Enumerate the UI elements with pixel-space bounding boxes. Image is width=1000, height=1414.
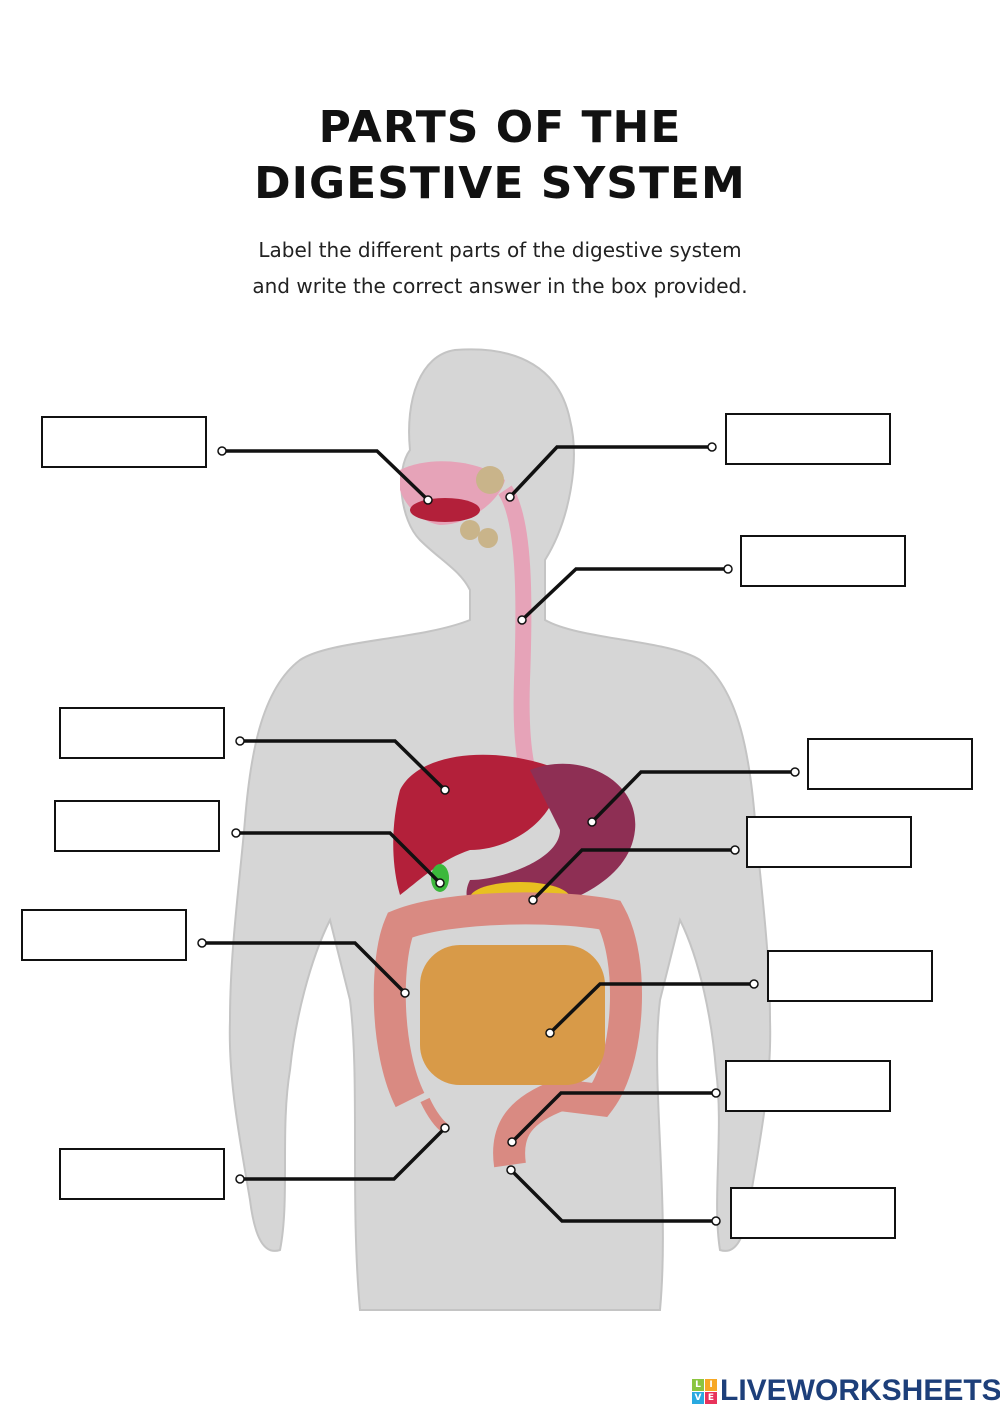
logo-letter: E xyxy=(705,1391,717,1404)
leader-dot xyxy=(235,1174,245,1184)
answer-box-pancreas[interactable] xyxy=(746,816,912,868)
stomach xyxy=(466,763,636,916)
leader-line xyxy=(548,982,754,1035)
logo-letter: L xyxy=(692,1378,704,1391)
gallbladder xyxy=(431,864,449,892)
leader-dot xyxy=(423,495,433,505)
salivary-gland xyxy=(460,520,480,540)
tongue xyxy=(410,498,480,522)
answer-box-esophagus[interactable] xyxy=(740,535,906,587)
instructions-line-2: and write the correct answer in the box … xyxy=(252,274,748,298)
small-intestine xyxy=(420,945,605,1085)
leader-dot xyxy=(711,1088,721,1098)
logo-blocks: L I V E xyxy=(692,1378,717,1404)
salivary-gland xyxy=(476,466,504,494)
leader-dot xyxy=(730,845,740,855)
leader-dot xyxy=(749,979,759,989)
answer-box-gallbladder[interactable] xyxy=(54,800,220,852)
leader-line xyxy=(202,941,407,995)
leader-dot xyxy=(707,442,717,452)
leader-line xyxy=(590,770,795,824)
leader-line xyxy=(531,848,735,902)
leader-line xyxy=(508,445,712,499)
leader-dot xyxy=(440,1123,450,1133)
leader-dot xyxy=(231,828,241,838)
salivary-gland xyxy=(478,528,498,548)
organs xyxy=(373,461,642,1168)
answer-box-stomach[interactable] xyxy=(807,738,973,790)
answer-box-liver[interactable] xyxy=(59,707,225,759)
leader-dot xyxy=(435,878,445,888)
liver xyxy=(393,754,560,895)
answer-box-large-intestine[interactable] xyxy=(21,909,187,961)
leader-dot xyxy=(506,1165,516,1175)
leader-dot xyxy=(723,564,733,574)
logo-text: LIVEWORKSHEETS xyxy=(720,1374,1000,1407)
answer-box-rectum[interactable] xyxy=(725,1060,891,1112)
answer-box-appendix[interactable] xyxy=(59,1148,225,1200)
answer-box-mouth[interactable] xyxy=(41,416,207,468)
leader-dot xyxy=(545,1028,555,1038)
leader-dot xyxy=(517,615,527,625)
worksheet-title: PARTS OF THE DIGESTIVE SYSTEM xyxy=(0,100,1000,212)
logo-letter: I xyxy=(705,1378,717,1391)
answer-box-anus[interactable] xyxy=(730,1187,896,1239)
leader-dots xyxy=(197,442,800,1226)
leader-dot xyxy=(587,817,597,827)
leader-line xyxy=(520,567,728,622)
liveworksheets-logo: L I V E LIVEWORKSHEETS xyxy=(692,1374,1000,1408)
leader-dot xyxy=(217,446,227,456)
leader-line xyxy=(240,1126,447,1181)
large-intestine xyxy=(373,892,642,1168)
leader-line xyxy=(222,449,430,502)
leader-dot xyxy=(400,988,410,998)
leader-line xyxy=(240,739,447,792)
leader-dot xyxy=(440,785,450,795)
leader-line xyxy=(510,1091,716,1144)
title-line-1: PARTS OF THE xyxy=(318,102,682,153)
instructions-line-1: Label the different parts of the digesti… xyxy=(258,238,742,262)
leader-line xyxy=(236,831,442,885)
instructions: Label the different parts of the digesti… xyxy=(0,232,1000,304)
leader-dot xyxy=(235,736,245,746)
answer-box-small-intestine[interactable] xyxy=(767,950,933,1002)
leader-dot xyxy=(790,767,800,777)
leader-dot xyxy=(197,938,207,948)
leader-lines xyxy=(202,445,795,1223)
answer-box-salivary-glands[interactable] xyxy=(725,413,891,465)
leader-line xyxy=(509,1168,716,1223)
title-line-2: DIGESTIVE SYSTEM xyxy=(254,158,746,209)
leader-dot xyxy=(507,1137,517,1147)
leader-dot xyxy=(505,492,515,502)
leader-dot xyxy=(528,895,538,905)
leader-dot xyxy=(711,1216,721,1226)
logo-letter: V xyxy=(692,1391,704,1404)
